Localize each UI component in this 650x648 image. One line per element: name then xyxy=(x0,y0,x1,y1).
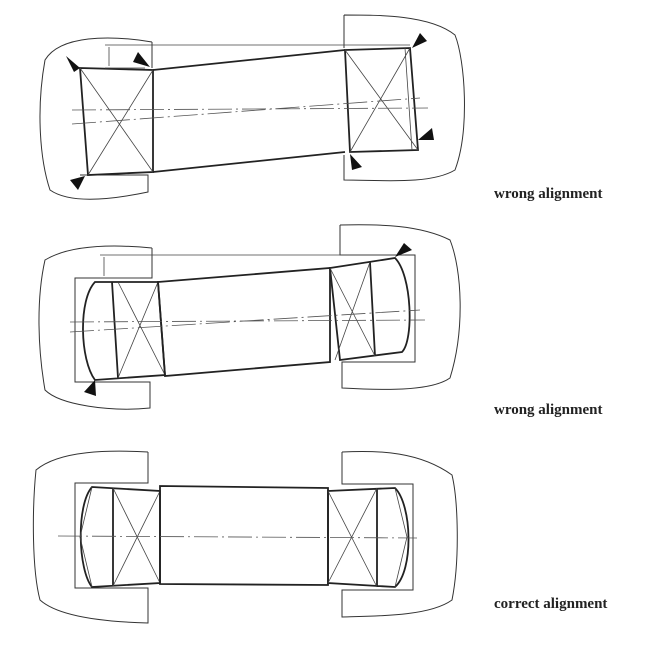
diagram-correct-alignment xyxy=(32,450,458,624)
left-bearing xyxy=(79,486,161,588)
force-arrow-icons xyxy=(66,33,434,190)
right-housing xyxy=(341,450,458,618)
left-housing xyxy=(38,245,153,410)
left-bearing xyxy=(82,281,166,381)
right-housing xyxy=(339,224,461,390)
caption-wrong-alignment-2: wrong alignment xyxy=(494,402,603,418)
left-housing xyxy=(39,37,153,200)
right-housing xyxy=(343,14,465,182)
force-arrow-icons xyxy=(84,243,412,396)
offset-dimension xyxy=(100,254,405,279)
shaft xyxy=(157,267,331,377)
centerline xyxy=(69,309,426,333)
shaft xyxy=(159,485,329,586)
diagram-wrong-alignment-2 xyxy=(38,224,461,410)
diagram-wrong-alignment-1 xyxy=(39,14,465,200)
caption-wrong-alignment-1: wrong alignment xyxy=(494,186,603,202)
right-bearing xyxy=(329,257,411,362)
centerline xyxy=(57,535,418,539)
left-housing xyxy=(32,450,149,624)
shaft xyxy=(152,49,346,173)
offset-dimension xyxy=(105,44,410,69)
caption-correct-alignment: correct alignment xyxy=(494,596,608,612)
centerline xyxy=(71,97,429,125)
